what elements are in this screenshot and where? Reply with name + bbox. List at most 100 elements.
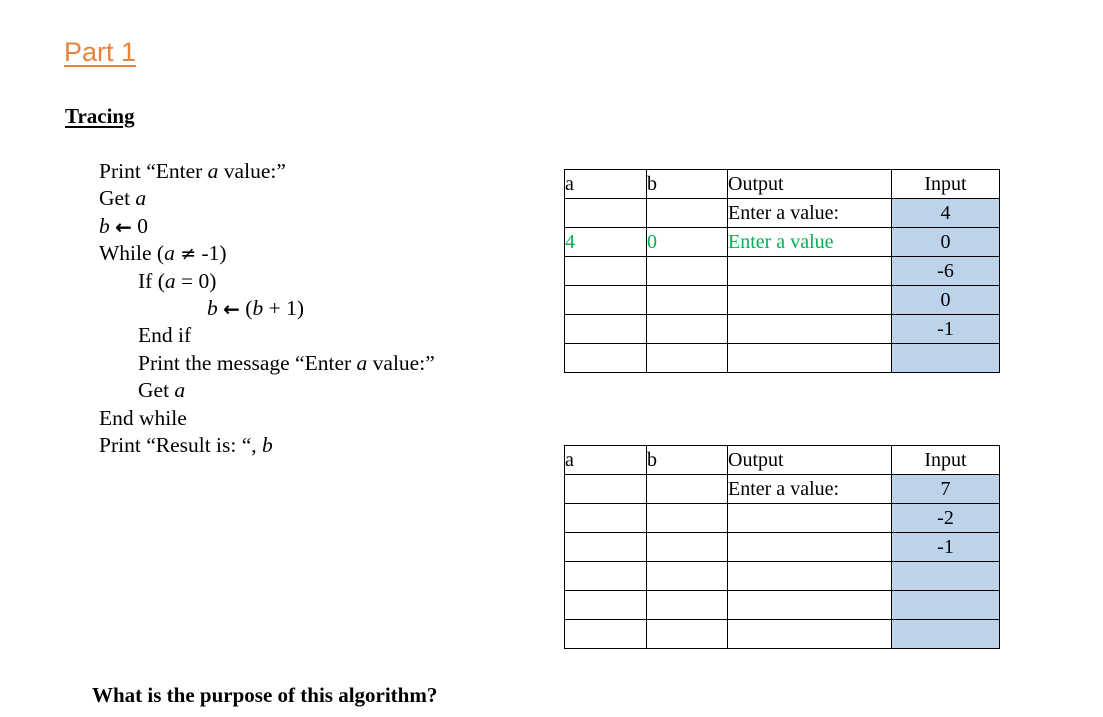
- code-variable: b: [262, 432, 273, 457]
- cell-a: [564, 474, 647, 504]
- code-variable: b: [252, 295, 264, 320]
- cell-input: 0: [891, 227, 1000, 257]
- pseudocode-line-9: Get a: [138, 378, 186, 403]
- cell-output: Enter a value:: [727, 198, 892, 228]
- cell-b: [646, 314, 728, 344]
- cell-b: [646, 343, 728, 373]
- cell-a: [564, 503, 647, 533]
- code-variable: a: [207, 159, 219, 183]
- cell-a: [564, 285, 647, 315]
- trace-table-1-header: a b Output Input: [564, 169, 1000, 199]
- pseudocode-line-7: End if: [138, 323, 192, 348]
- table-row: [564, 561, 1000, 591]
- cell-a: [564, 561, 647, 591]
- cell-a: [564, 590, 647, 620]
- table-row: -1: [564, 532, 1000, 562]
- cell-b: [646, 198, 728, 228]
- pseudocode-line-3: b ← 0: [99, 213, 149, 239]
- cell-input: -1: [891, 532, 1000, 562]
- pseudocode-line-8: Print the message “Enter a value:”: [138, 350, 435, 375]
- cell-output: [727, 343, 892, 373]
- cell-b: [646, 561, 728, 591]
- column-header-output: Output: [727, 169, 892, 199]
- section-title-tracing: Tracing: [65, 104, 135, 128]
- cell-b: [646, 590, 728, 620]
- cell-a: [564, 532, 647, 562]
- pseudocode-line-11: Print “Result is: “, b: [99, 432, 273, 457]
- not-equal-icon: ≠: [180, 243, 197, 266]
- cell-input: -2: [891, 503, 1000, 533]
- cell-output: [727, 590, 892, 620]
- cell-input: 7: [891, 474, 1000, 504]
- pseudocode-line-1: Print “Enter a value:”: [99, 159, 286, 183]
- cell-b: [646, 256, 728, 286]
- cell-b: [646, 285, 728, 315]
- table-row: -1: [564, 314, 1000, 344]
- column-header-a: a: [564, 445, 647, 475]
- column-header-output: Output: [727, 445, 892, 475]
- cell-a: 4: [564, 227, 647, 257]
- cell-output: [727, 532, 892, 562]
- table-header-row: a b Output Input: [564, 169, 1000, 199]
- code-variable: a: [174, 378, 186, 403]
- cell-a: [564, 314, 647, 344]
- cell-a: [564, 619, 647, 649]
- pseudocode-line-6: b ← (b + 1): [207, 295, 304, 321]
- table-row: [564, 343, 1000, 373]
- cell-b: [646, 474, 728, 504]
- cell-input: -6: [891, 256, 1000, 286]
- table-header-row: a b Output Input: [564, 445, 1000, 475]
- table-row: [564, 590, 1000, 620]
- cell-output: [727, 619, 892, 649]
- cell-output: Enter a value: [727, 227, 892, 257]
- pseudocode-line-4: While (a ≠ -1): [99, 241, 227, 266]
- column-header-a: a: [564, 169, 647, 199]
- column-header-b: b: [646, 169, 728, 199]
- assignment-arrow-icon: ←: [115, 214, 132, 239]
- assignment-arrow-icon: ←: [223, 296, 240, 321]
- code-variable: b: [99, 213, 110, 238]
- trace-table-2-body: Enter a value:7-2-1: [564, 474, 1000, 649]
- pseudocode-line-5: If (a = 0): [138, 268, 217, 293]
- purpose-question: What is the purpose of this algorithm?: [92, 683, 438, 707]
- cell-input: [891, 619, 1000, 649]
- cell-b: 0: [646, 227, 728, 257]
- column-header-input: Input: [891, 169, 1000, 199]
- table-row: [564, 619, 1000, 649]
- table-row: -6: [564, 256, 1000, 286]
- trace-table-2-header: a b Output Input: [564, 445, 1000, 475]
- code-variable: a: [164, 268, 176, 293]
- cell-output: [727, 314, 892, 344]
- column-header-b: b: [646, 445, 728, 475]
- cell-output: [727, 561, 892, 591]
- trace-table-2: a b Output Input Enter a value:7-2-1: [564, 445, 1000, 649]
- code-variable: a: [164, 241, 175, 266]
- cell-input: 4: [891, 198, 1000, 228]
- cell-output: Enter a value:: [727, 474, 892, 504]
- pseudocode-line-2: Get a: [99, 186, 147, 211]
- cell-input: [891, 343, 1000, 373]
- code-variable: a: [135, 186, 147, 211]
- cell-a: [564, 343, 647, 373]
- cell-b: [646, 532, 728, 562]
- pseudocode-line-10: End while: [99, 405, 187, 430]
- cell-b: [646, 619, 728, 649]
- cell-a: [564, 256, 647, 286]
- cell-input: 0: [891, 285, 1000, 315]
- table-row: 0: [564, 285, 1000, 315]
- cell-output: [727, 256, 892, 286]
- cell-a: [564, 198, 647, 228]
- table-row: Enter a value:4: [564, 198, 1000, 228]
- part-title: Part 1: [64, 37, 137, 67]
- table-row: -2: [564, 503, 1000, 533]
- code-variable: a: [356, 350, 368, 375]
- table-row: Enter a value:7: [564, 474, 1000, 504]
- cell-input: -1: [891, 314, 1000, 344]
- cell-output: [727, 285, 892, 315]
- code-variable: b: [207, 295, 218, 320]
- cell-b: [646, 503, 728, 533]
